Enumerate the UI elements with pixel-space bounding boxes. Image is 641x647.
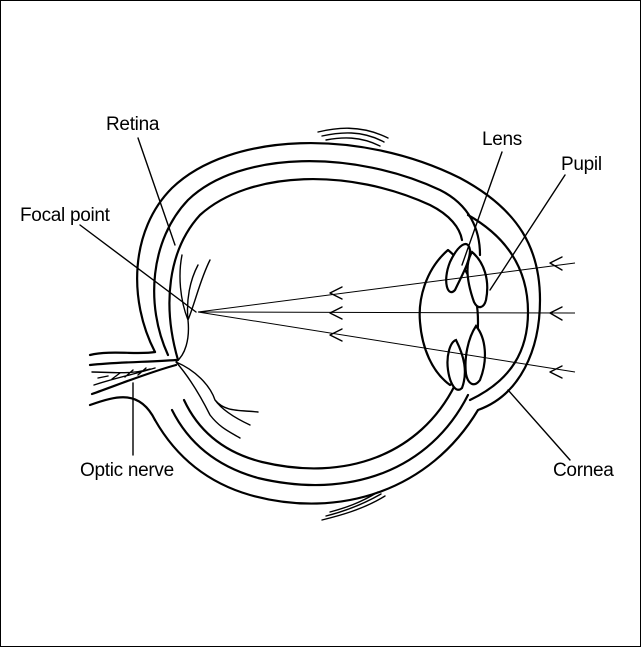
light-ray-middle bbox=[198, 312, 575, 313]
arrow-icon bbox=[330, 287, 342, 299]
arrow-icon bbox=[550, 257, 562, 270]
choroid-layer bbox=[154, 161, 480, 485]
arrow-icon bbox=[330, 307, 342, 319]
retina-layer bbox=[169, 179, 462, 468]
leader-cornea bbox=[508, 390, 570, 460]
light-ray-bottom bbox=[198, 312, 575, 372]
label-optic-nerve: Optic nerve bbox=[80, 460, 174, 481]
ciliary-body-lower bbox=[447, 340, 464, 390]
label-focal-point: Focal point bbox=[20, 205, 111, 226]
sclera-outer bbox=[137, 143, 540, 504]
leader-lens bbox=[462, 152, 502, 265]
label-lens: Lens bbox=[482, 129, 522, 150]
leader-pupil bbox=[490, 175, 565, 290]
label-pupil: Pupil bbox=[561, 154, 602, 175]
light-ray-top bbox=[198, 263, 575, 312]
ciliary-muscle-bottom bbox=[322, 492, 385, 520]
label-cornea: Cornea bbox=[553, 460, 614, 481]
arrow-icon bbox=[550, 366, 562, 378]
label-retina: Retina bbox=[106, 114, 160, 135]
iris-upper bbox=[468, 252, 488, 307]
arrow-icon bbox=[550, 307, 562, 320]
